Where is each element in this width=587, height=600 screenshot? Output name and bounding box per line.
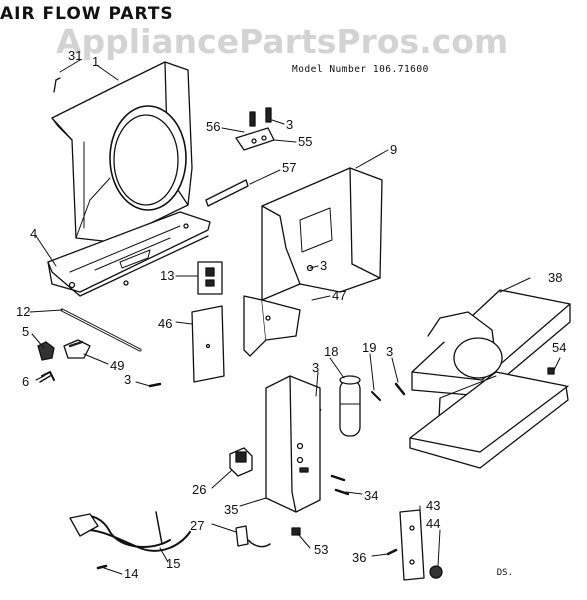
callout-3-capacitor: 3	[312, 360, 319, 375]
callout-4: 4	[30, 226, 37, 241]
callout-3-left: 3	[124, 372, 131, 387]
part-evaporator-housing	[409, 289, 571, 469]
model-number: Model Number 106.71600	[292, 64, 429, 75]
part-bracket-43	[291, 509, 443, 581]
callout-57: 57	[282, 160, 296, 175]
part-strip	[205, 179, 249, 207]
callout-14: 14	[124, 566, 138, 581]
callout-38: 38	[548, 270, 562, 285]
callout-3-right: 3	[386, 344, 393, 359]
part-control-box	[265, 375, 321, 513]
callout-18: 18	[324, 344, 338, 359]
part-small-hardware	[37, 339, 91, 383]
callout-44: 44	[426, 516, 440, 531]
callout-15: 15	[166, 556, 180, 571]
leader-lines	[29, 59, 561, 575]
watermark: AppliancePartsPros.com	[56, 22, 509, 61]
callout-27: 27	[190, 518, 204, 533]
callout-55: 55	[298, 134, 312, 149]
callout-47: 47	[332, 288, 346, 303]
part-plate-13	[197, 261, 223, 295]
callout-35: 35	[224, 502, 238, 517]
callout-9: 9	[390, 142, 397, 157]
part-base-pan	[47, 211, 211, 297]
callout-46: 46	[158, 316, 172, 331]
part-fan-shroud	[51, 61, 193, 243]
callout-3-top: 3	[286, 117, 293, 132]
callout-49: 49	[110, 358, 124, 373]
reference-code: DS.	[496, 568, 513, 578]
callout-34: 34	[364, 488, 378, 503]
part-screws-34	[330, 474, 350, 496]
callout-1: 1	[92, 54, 99, 69]
part-partition-panel	[243, 167, 383, 357]
part-switch	[229, 447, 253, 477]
callout-6: 6	[22, 374, 29, 389]
callout-31: 31	[68, 48, 82, 63]
diagram-title: AIR FLOW PARTS	[0, 4, 174, 24]
callout-13: 13	[160, 268, 174, 283]
part-wiring-harness	[69, 511, 271, 570]
callout-labels: 31 1 56 3 55 57 9 4 13 3 47 38 12 46 5 4…	[16, 48, 566, 581]
callout-3-partition: 3	[320, 258, 327, 273]
part-cover-plate	[191, 305, 225, 383]
callout-12: 12	[16, 304, 30, 319]
part-rod	[60, 308, 142, 352]
callout-19: 19	[362, 340, 376, 355]
callout-26: 26	[192, 482, 206, 497]
part-small-bracket	[235, 107, 275, 151]
callout-56: 56	[206, 119, 220, 134]
callout-5: 5	[22, 324, 29, 339]
callout-43: 43	[426, 498, 440, 513]
callout-54: 54	[552, 340, 566, 355]
callout-53: 53	[314, 542, 328, 557]
callout-36: 36	[352, 550, 366, 565]
